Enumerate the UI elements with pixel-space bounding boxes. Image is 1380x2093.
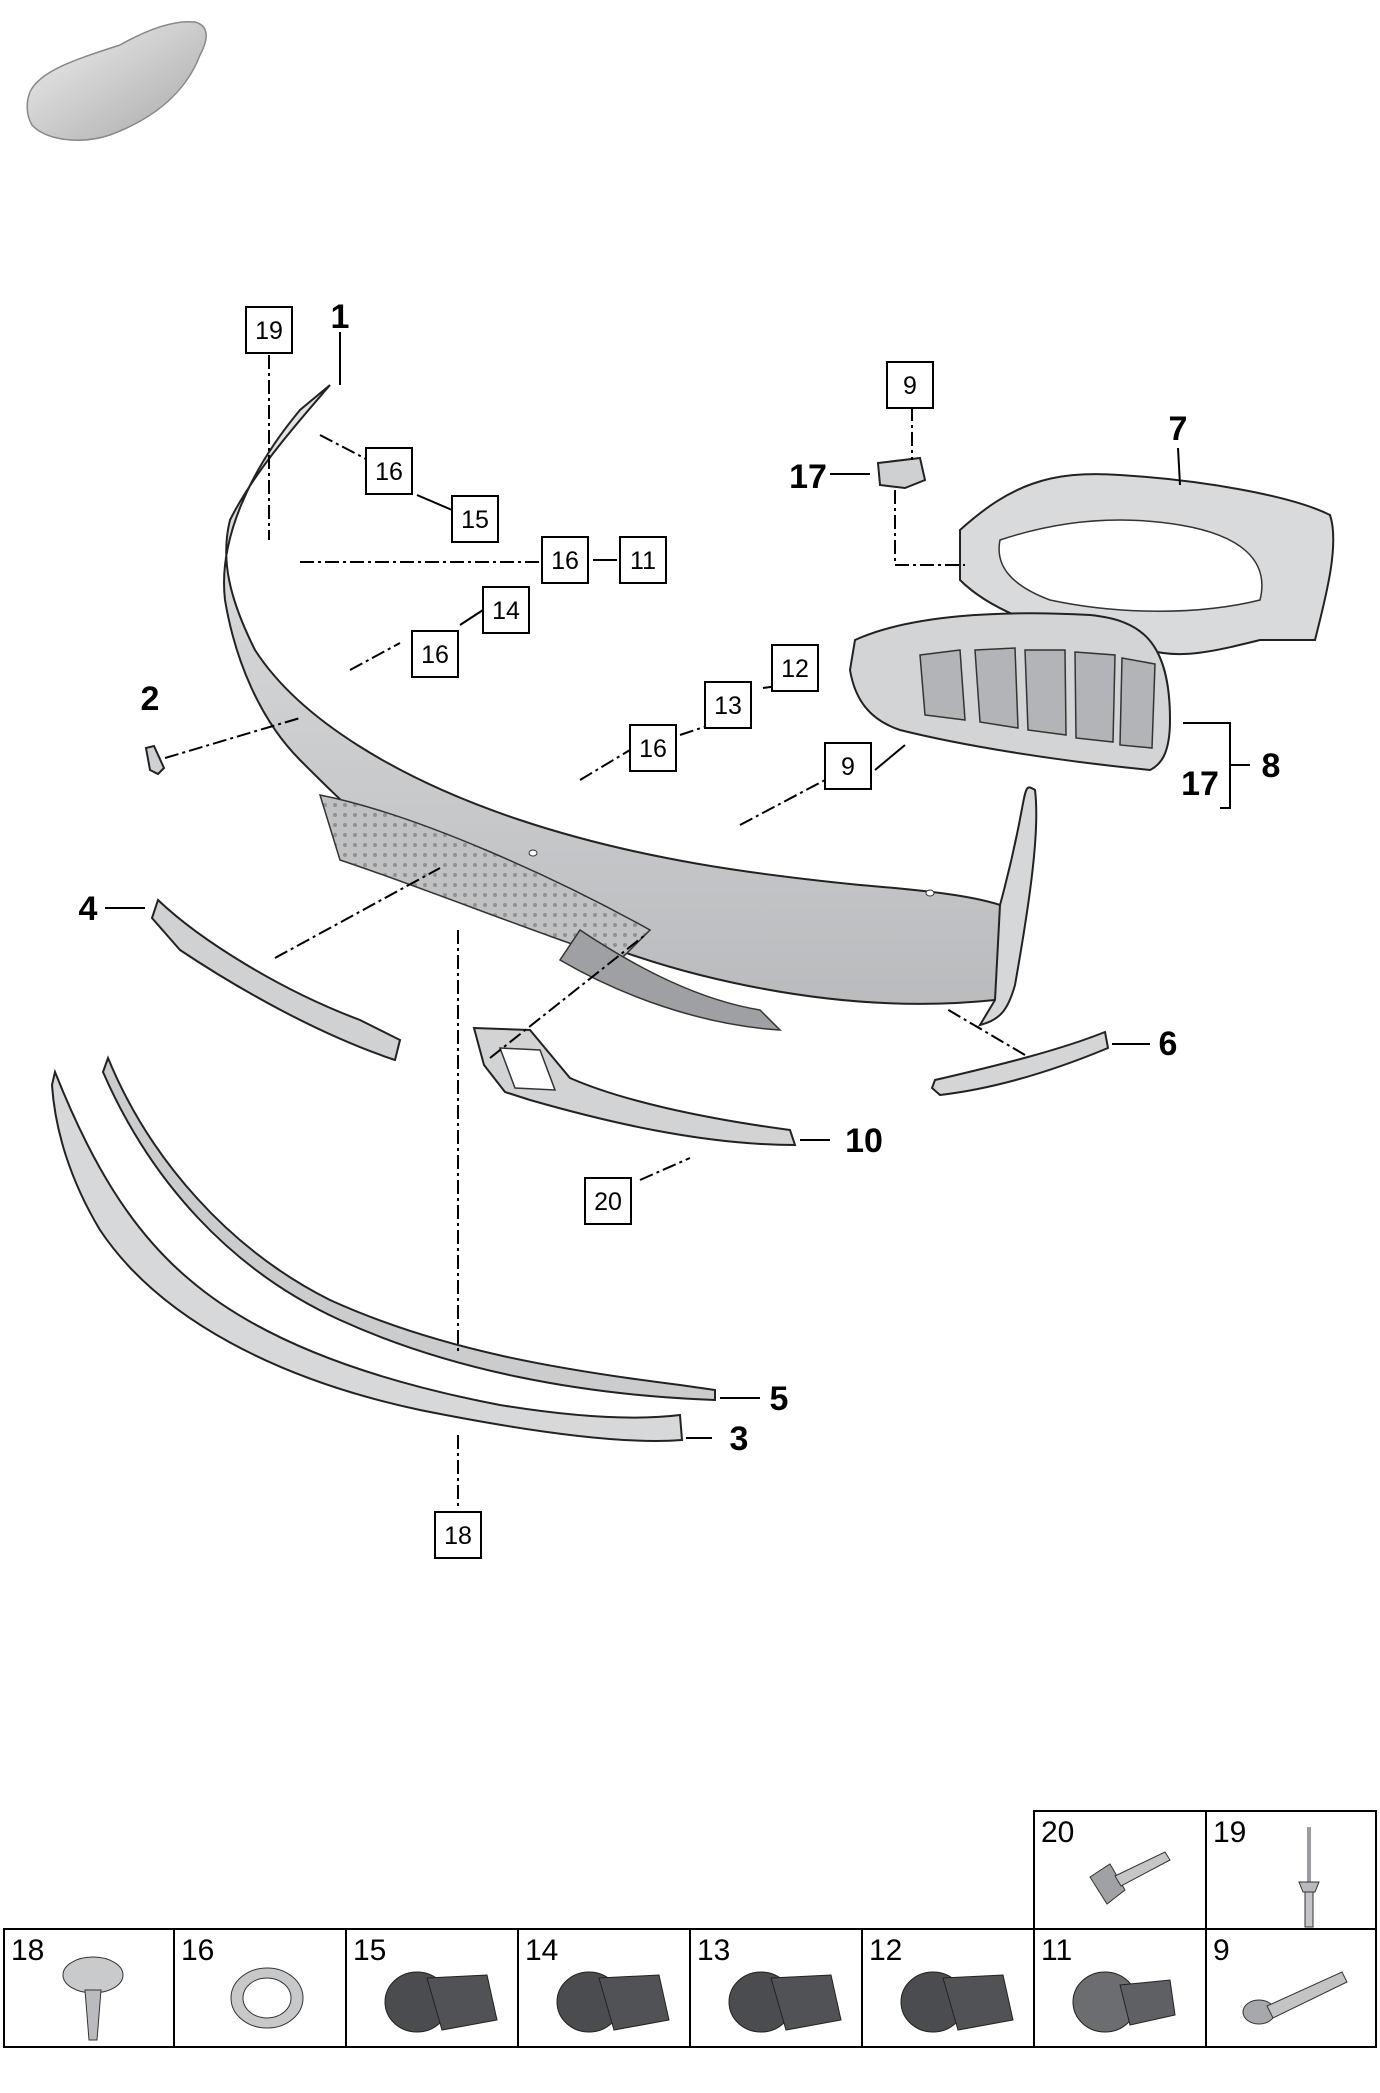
trim-strip-part-6 (930, 1030, 1110, 1097)
boxed-references (245, 306, 934, 1559)
box-16-d: 16 (639, 735, 667, 763)
trim-part-5 (101, 1055, 716, 1402)
box-20: 20 (594, 1188, 622, 1216)
callout-1: 1 (331, 298, 350, 336)
callout-17-top: 17 (789, 458, 827, 496)
box-16-b: 16 (551, 547, 579, 575)
grille-part-8 (848, 612, 1172, 772)
box-13: 13 (714, 692, 742, 720)
callout-17-right: 17 (1181, 765, 1219, 803)
box-19: 19 (255, 317, 283, 345)
box-16-c: 16 (421, 641, 449, 669)
trim-part-3 (50, 1068, 684, 1442)
callout-3: 3 (730, 1420, 749, 1458)
callout-10: 10 (845, 1122, 883, 1160)
trim-strip-part-4 (150, 898, 402, 1062)
box-18: 18 (444, 1522, 472, 1550)
air-intake-part-10 (472, 1026, 797, 1147)
carrier-part-7 (959, 473, 1335, 656)
boxed-reference-labels: 19 16 15 16 11 14 16 12 13 16 9 9 20 18 (255, 317, 917, 1550)
box-16-a: 16 (375, 458, 403, 486)
bracket-part-17 (876, 456, 927, 490)
box-9-b: 9 (841, 753, 855, 781)
callout-2: 2 (141, 680, 160, 718)
box-15: 15 (461, 506, 489, 534)
bumper-cover-part-1 (223, 384, 1038, 1031)
callout-8: 8 (1262, 747, 1281, 785)
vehicle-thumbnail-icon (26, 20, 207, 141)
callout-4: 4 (79, 890, 98, 928)
leader-lines (105, 332, 1250, 1510)
box-12: 12 (781, 655, 809, 683)
callout-5: 5 (770, 1380, 789, 1418)
callout-labels: 1 2 3 4 5 6 7 8 10 17 17 (79, 298, 1281, 1458)
box-14: 14 (492, 597, 520, 625)
box-11: 11 (630, 547, 656, 575)
box-9-a: 9 (903, 372, 917, 400)
callout-7: 7 (1169, 410, 1188, 448)
callout-6: 6 (1159, 1025, 1178, 1063)
cap-part-2 (144, 744, 166, 776)
